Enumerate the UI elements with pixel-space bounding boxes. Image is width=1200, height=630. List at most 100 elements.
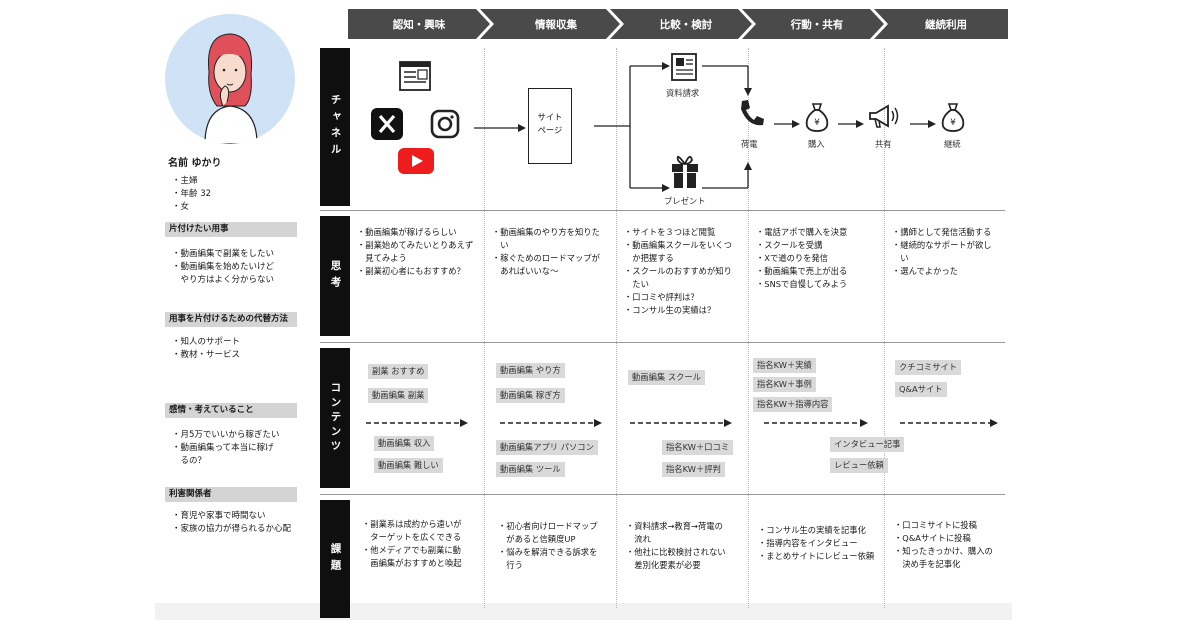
keyword-tag: 指名KW＋口コミ [662, 440, 734, 455]
persona-attribute: ・女 [172, 202, 190, 212]
list-item: ・資料請求→教育→荷電の [626, 521, 723, 531]
list-item: ・稼ぐためのロードマップが [492, 253, 600, 263]
section-header-emotion: 感情・考えていること [165, 403, 297, 418]
phone-icon [741, 100, 764, 126]
site-page-box: サイト ページ [528, 88, 572, 164]
list-item: ・知ったきっかけ、購入の [894, 546, 993, 556]
list-item: ・動画編集が稼げるらしい [357, 227, 457, 237]
list-item: 流れ [626, 534, 651, 544]
list-item: ・副業始めてみたいとりあえず [357, 240, 474, 250]
list-item: ・育児や家事で時間ない [172, 511, 266, 521]
stage-action: 行動・共有 [790, 18, 844, 31]
row-divider [320, 494, 1005, 495]
list-item: やり方はよく分からない [172, 275, 275, 285]
list-item: ・コンサル生の実績を記事化 [758, 525, 866, 535]
list-item: ・他メディアでも副業に動 [362, 545, 461, 555]
keyword-tag: 動画編集 スクール [628, 370, 706, 385]
thinking-awareness: ・動画編集が稼げるらしい ・副業始めてみたいとりあえず 見てみよう ・副業初心者… [357, 226, 473, 278]
list-item: ・動画編集って本当に稼げ [172, 443, 274, 453]
row-label-text: 思考 [329, 259, 342, 293]
list-item: 決め手を記事化 [894, 559, 961, 569]
persona-attribute: ・主婦 [172, 176, 198, 186]
row-label-text: チャネル [329, 94, 342, 160]
keyword-tag: インタビュー記事 [830, 437, 905, 452]
keyword-tag: 指名KW＋指導内容 [753, 397, 833, 412]
stage-research: 情報収集 [535, 18, 577, 31]
column-divider [748, 48, 749, 608]
section-header-alternative: 用事を片付けるための代替方法 [165, 312, 297, 327]
list-item: 行う [498, 560, 523, 570]
list-item: ・Xで道のりを発信 [756, 253, 829, 263]
persona-avatar [165, 14, 295, 144]
bottom-shade [155, 603, 1012, 620]
keyword-tag: 動画編集 やり方 [496, 363, 565, 378]
list-item: ・サイトを３つほど閲覧 [624, 227, 716, 237]
share-label: 共有 [875, 139, 892, 149]
list-item: ・コンサル生の実績は？ [624, 305, 716, 315]
list-item: ・動画編集を始めたいけど [172, 262, 275, 272]
keyword-tag: 動画編集 収入 [374, 436, 435, 451]
list-item: ・スクールを受講 [756, 240, 823, 250]
list-item: ・副業系は成約から遠いが [362, 519, 462, 529]
section-list-alternative: ・知人のサポート ・教材・サービス [172, 336, 240, 362]
issues-compare: ・資料請求→教育→荷電の 流れ ・他社に比較検討されない 差別化要素が必要 [626, 520, 726, 572]
list-item: ・他社に比較検討されない [626, 547, 726, 557]
section-header-task: 片付けたい用事 [165, 222, 297, 237]
section-header-stakeholders: 利害関係者 [165, 487, 297, 502]
keyword-tag: 動画編集アプリ パソコン [496, 440, 598, 455]
money-bag-icon: ¥ [941, 103, 965, 132]
row-label-channel: チャネル [320, 48, 350, 206]
list-item: ・選んでよかった [892, 266, 958, 276]
section-list-emotion: ・月5万でいいから稼ぎたい ・動画編集って本当に稼げ るの？ [172, 429, 279, 468]
list-item: ・スクールのおすすめが知り [624, 266, 732, 276]
megaphone-icon [869, 104, 899, 128]
keyword-tag: 動画編集 副業 [368, 388, 429, 403]
list-item: ・指導内容をインタビュー [758, 538, 858, 548]
continue-label: 継続 [944, 139, 961, 149]
list-item: ・知人のサポート [172, 337, 241, 347]
keyword-tag: Q&Aサイト [895, 382, 947, 397]
list-item: ・継続的なサポートが欲し [892, 240, 992, 250]
document-icon [671, 53, 697, 81]
list-item: ・月5万でいいから稼ぎたい [172, 430, 280, 440]
list-item: ・口コミや評判は？ [624, 292, 699, 302]
keyword-tag: 指名KW＋実績 [753, 358, 816, 373]
stage-awareness: 認知・興味 [392, 18, 446, 31]
list-item: ・初心者向けロードマップ [498, 521, 598, 531]
list-item: あればいいな〜 [492, 266, 559, 276]
list-item: ・教材・サービス [172, 350, 241, 360]
list-item: があると信頼度UP [498, 534, 576, 544]
instagram-icon [430, 109, 460, 139]
issues-continue: ・口コミサイトに投稿 ・Q&Aサイトに投稿 ・知ったきっかけ、購入の 決め手を記… [894, 519, 993, 571]
x-logo-icon [371, 108, 403, 140]
keyword-tag: 動画編集 難しい [374, 458, 443, 473]
column-divider [884, 48, 885, 608]
list-item: い [492, 240, 509, 250]
list-item: ・まとめサイトにレビュー依頼 [758, 551, 875, 561]
row-label-text: コンテンツ [329, 381, 342, 455]
persona-attributes: ・主婦 ・年齢 32 ・女 [172, 175, 211, 214]
list-item: 差別化要素が必要 [626, 560, 701, 570]
list-item: か把握する [624, 253, 674, 263]
call-label: 荷電 [741, 139, 758, 149]
gift-icon [672, 155, 698, 188]
thinking-research: ・動画編集のやり方を知りた い ・稼ぐためのロードマップが あればいいな〜 [492, 226, 600, 278]
keyword-tag: 動画編集 稼ぎ方 [496, 388, 565, 403]
keyword-tag: クチコミサイト [895, 360, 962, 375]
purchase-label: 購入 [808, 139, 825, 149]
thinking-continue: ・講師として発信活動する ・継続的なサポートが欲し い ・選んでよかった [892, 226, 992, 278]
list-item: 画編集がおすすめと喚起 [362, 558, 462, 568]
row-divider [320, 210, 1005, 211]
row-label-issues: 課題 [320, 500, 350, 618]
list-item: ・電話アポで購入を決意 [756, 227, 848, 237]
arrow-to-site [474, 124, 526, 132]
ad-icon [399, 61, 431, 91]
list-item: ・Q&Aサイトに投稿 [894, 533, 971, 543]
list-item: ・口コミサイトに投稿 [894, 520, 977, 530]
keyword-tag: 副業 おすすめ [368, 364, 429, 379]
list-item: たい [624, 279, 649, 289]
keyword-tag: レビュー依頼 [830, 458, 888, 473]
money-bag-icon: ¥ [805, 103, 829, 132]
list-item: ターゲットを広くできる [362, 532, 462, 542]
thinking-compare: ・サイトを３つほど閲覧 ・動画編集スクールをいくつ か把握する ・スクールのおす… [624, 226, 732, 317]
